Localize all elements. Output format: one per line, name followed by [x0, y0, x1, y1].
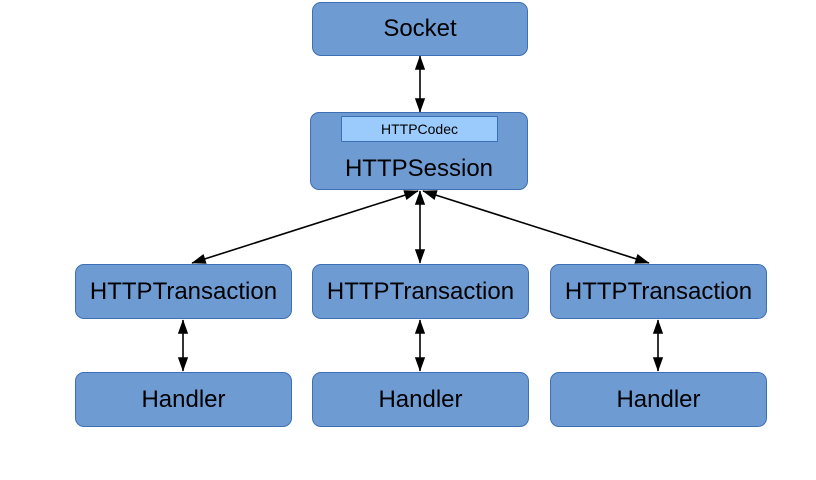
node-codec[interactable]: HTTPCodec: [341, 116, 498, 142]
node-transaction-1[interactable]: HTTPTransaction: [75, 264, 292, 319]
node-label-socket: Socket: [383, 15, 457, 42]
edge-session-transaction-1: [191, 190, 419, 264]
node-label-transaction-3: HTTPTransaction: [564, 277, 753, 305]
edge-session-transaction-3: [422, 190, 650, 264]
node-label-transaction-1: HTTPTransaction: [89, 277, 278, 305]
node-socket[interactable]: Socket: [312, 2, 528, 56]
node-handler-2[interactable]: Handler: [312, 372, 529, 427]
node-label-session: HTTPSession: [344, 155, 494, 182]
node-label-transaction-2: HTTPTransaction: [326, 277, 515, 305]
node-handler-1[interactable]: Handler: [75, 372, 292, 427]
node-transaction-3[interactable]: HTTPTransaction: [550, 264, 767, 319]
node-label-handler-3: Handler: [616, 385, 701, 413]
node-handler-3[interactable]: Handler: [550, 372, 767, 427]
node-transaction-2[interactable]: HTTPTransaction: [312, 264, 529, 319]
node-label-codec: HTTPCodec: [380, 121, 459, 137]
node-label-handler-1: Handler: [141, 385, 226, 413]
node-label-handler-2: Handler: [378, 385, 463, 413]
